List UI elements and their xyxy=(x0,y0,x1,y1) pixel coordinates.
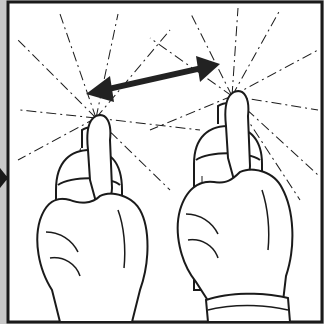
illustration-canvas xyxy=(0,0,324,324)
spray-technique-illustration xyxy=(0,0,324,324)
